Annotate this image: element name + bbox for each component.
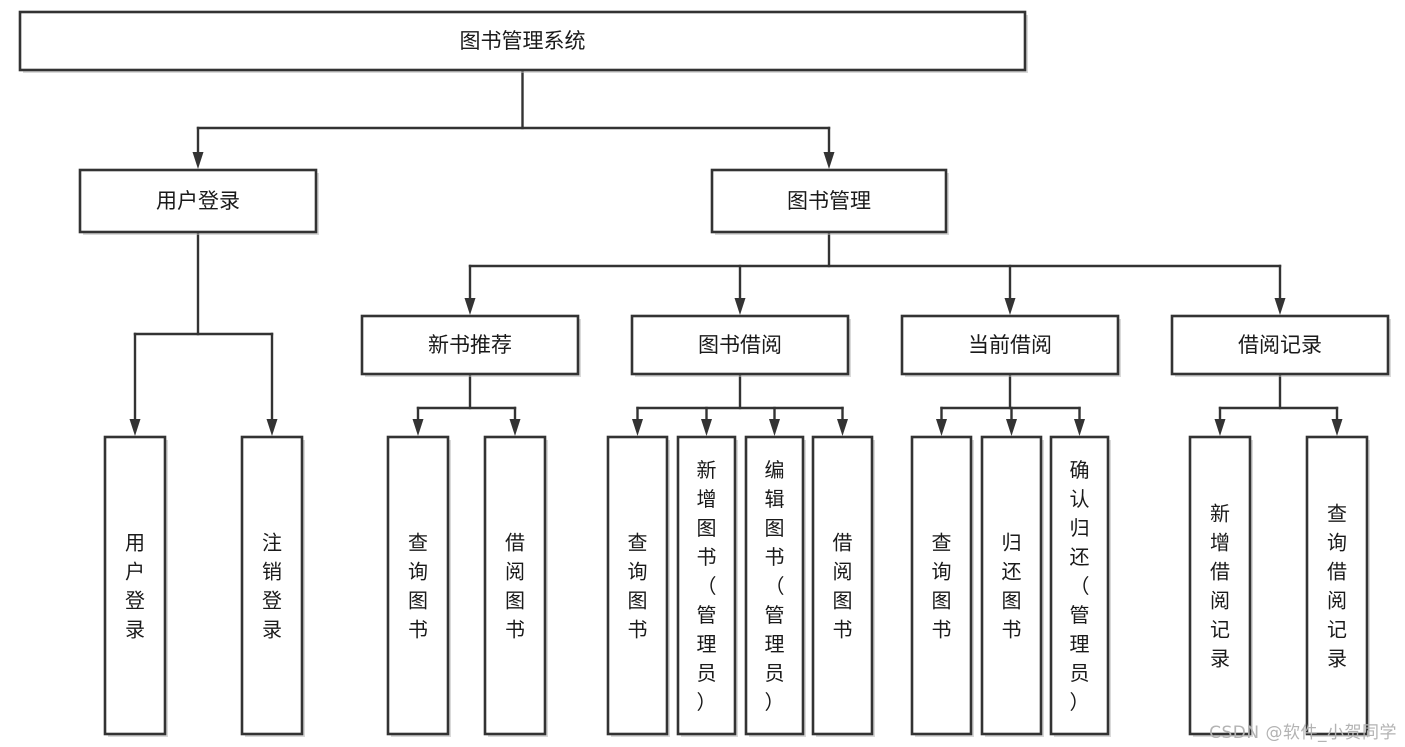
node-box xyxy=(710,168,948,234)
node-box xyxy=(630,314,850,376)
node-box xyxy=(18,10,1027,72)
arrow-head-icon xyxy=(1331,419,1343,436)
node-leaf-logout-login[interactable]: 注销登录 xyxy=(240,435,305,737)
node-box xyxy=(360,314,580,376)
connector-from-book-borrow xyxy=(632,372,848,436)
node-box xyxy=(1305,435,1369,736)
arrow-head-icon xyxy=(823,152,835,169)
node-box xyxy=(900,314,1120,376)
node-label: 借阅图书 xyxy=(505,531,525,642)
node-book-borrow[interactable]: 图书借阅 xyxy=(630,314,851,377)
node-label: 图书管理系统 xyxy=(460,29,586,53)
node-leaf-return-book[interactable]: 归还图书 xyxy=(980,435,1044,737)
node-leaf-add-borrow-record[interactable]: 新增借阅记录 xyxy=(1188,435,1253,737)
node-label: 图书借阅 xyxy=(698,333,782,357)
arrow-head-icon xyxy=(632,419,643,436)
node-leaf-confirm-return-admin[interactable]: 确认归还（管理员） xyxy=(1049,435,1111,737)
node-label: 新增借阅记录 xyxy=(1210,502,1230,671)
node-box xyxy=(103,435,167,736)
connector-from-book-manage xyxy=(464,230,1286,315)
node-box xyxy=(1170,314,1390,376)
arrow-head-icon xyxy=(129,419,141,436)
node-label: 图书管理 xyxy=(787,189,871,213)
arrow-head-icon xyxy=(412,419,424,436)
node-user-login[interactable]: 用户登录 xyxy=(78,168,319,235)
node-leaf-query-book-2[interactable]: 查询图书 xyxy=(606,435,670,737)
node-leaf-borrow-book-1[interactable]: 借阅图书 xyxy=(483,435,548,737)
node-box xyxy=(676,435,737,736)
connector-from-borrow-record xyxy=(1214,372,1343,436)
node-box xyxy=(483,435,547,736)
node-box xyxy=(1049,435,1110,736)
edge-layer xyxy=(129,68,1343,436)
arrow-head-icon xyxy=(509,419,521,436)
node-current-borrow[interactable]: 当前借阅 xyxy=(900,314,1121,377)
node-label: 注销登录 xyxy=(262,531,282,642)
arrow-head-icon xyxy=(1214,419,1226,436)
node-label: 查询图书 xyxy=(932,531,952,642)
node-label: 查询借阅记录 xyxy=(1327,502,1347,671)
arrow-head-icon xyxy=(1004,298,1016,315)
node-label: 归还图书 xyxy=(1002,531,1022,642)
node-box xyxy=(811,435,874,736)
connector-from-new-book-recommend xyxy=(412,372,521,436)
node-box xyxy=(240,435,304,736)
arrow-head-icon xyxy=(1274,298,1286,315)
node-box xyxy=(910,435,973,736)
node-book-manage[interactable]: 图书管理 xyxy=(710,168,949,235)
arrow-head-icon xyxy=(266,419,278,436)
arrow-head-icon xyxy=(837,419,848,436)
node-box xyxy=(78,168,318,234)
node-label: 查询图书 xyxy=(628,531,648,642)
node-label: 借阅记录 xyxy=(1238,333,1322,357)
node-box xyxy=(606,435,669,736)
arrow-head-icon xyxy=(192,152,204,169)
watermark-label: CSDN @软件_小贺同学 xyxy=(1209,723,1397,743)
node-new-book-recommend[interactable]: 新书推荐 xyxy=(360,314,581,377)
arrow-head-icon xyxy=(769,419,780,436)
node-leaf-borrow-book-2[interactable]: 借阅图书 xyxy=(811,435,875,737)
node-label: 查询图书 xyxy=(408,531,428,642)
arrow-head-icon xyxy=(1006,419,1017,436)
node-leaf-query-book-3[interactable]: 查询图书 xyxy=(910,435,974,737)
node-leaf-edit-book-admin[interactable]: 编辑图书（管理员） xyxy=(744,435,806,737)
node-box xyxy=(980,435,1043,736)
node-leaf-query-borrow-record[interactable]: 查询借阅记录 xyxy=(1305,435,1370,737)
connector-from-current-borrow xyxy=(936,372,1085,436)
arrow-head-icon xyxy=(701,419,712,436)
node-leaf-add-book-admin[interactable]: 新增图书（管理员） xyxy=(676,435,738,737)
node-label: 借阅图书 xyxy=(833,531,853,642)
node-box xyxy=(386,435,450,736)
node-leaf-user-login[interactable]: 用户登录 xyxy=(103,435,168,737)
arrow-head-icon xyxy=(734,298,746,315)
node-box xyxy=(744,435,805,736)
node-label: 用户登录 xyxy=(125,531,145,642)
node-label: 编辑图书（管理员） xyxy=(765,458,785,714)
node-label: 新增图书（管理员） xyxy=(697,458,717,714)
node-borrow-record[interactable]: 借阅记录 xyxy=(1170,314,1391,377)
arrow-head-icon xyxy=(1074,419,1085,436)
node-box xyxy=(1188,435,1252,736)
node-label: 确认归还（管理员） xyxy=(1070,458,1090,714)
connector-from-user-login xyxy=(129,230,278,436)
node-layer: 图书管理系统用户登录图书管理新书推荐图书借阅当前借阅借阅记录用户登录注销登录查询… xyxy=(18,10,1391,737)
node-leaf-query-book-1[interactable]: 查询图书 xyxy=(386,435,451,737)
node-label: 用户登录 xyxy=(156,189,240,213)
arrow-head-icon xyxy=(464,298,476,315)
node-label: 当前借阅 xyxy=(968,333,1052,357)
arrow-head-icon xyxy=(936,419,947,436)
node-label: 新书推荐 xyxy=(428,333,512,357)
node-root[interactable]: 图书管理系统 xyxy=(18,10,1028,73)
connector-from-root xyxy=(192,68,835,169)
